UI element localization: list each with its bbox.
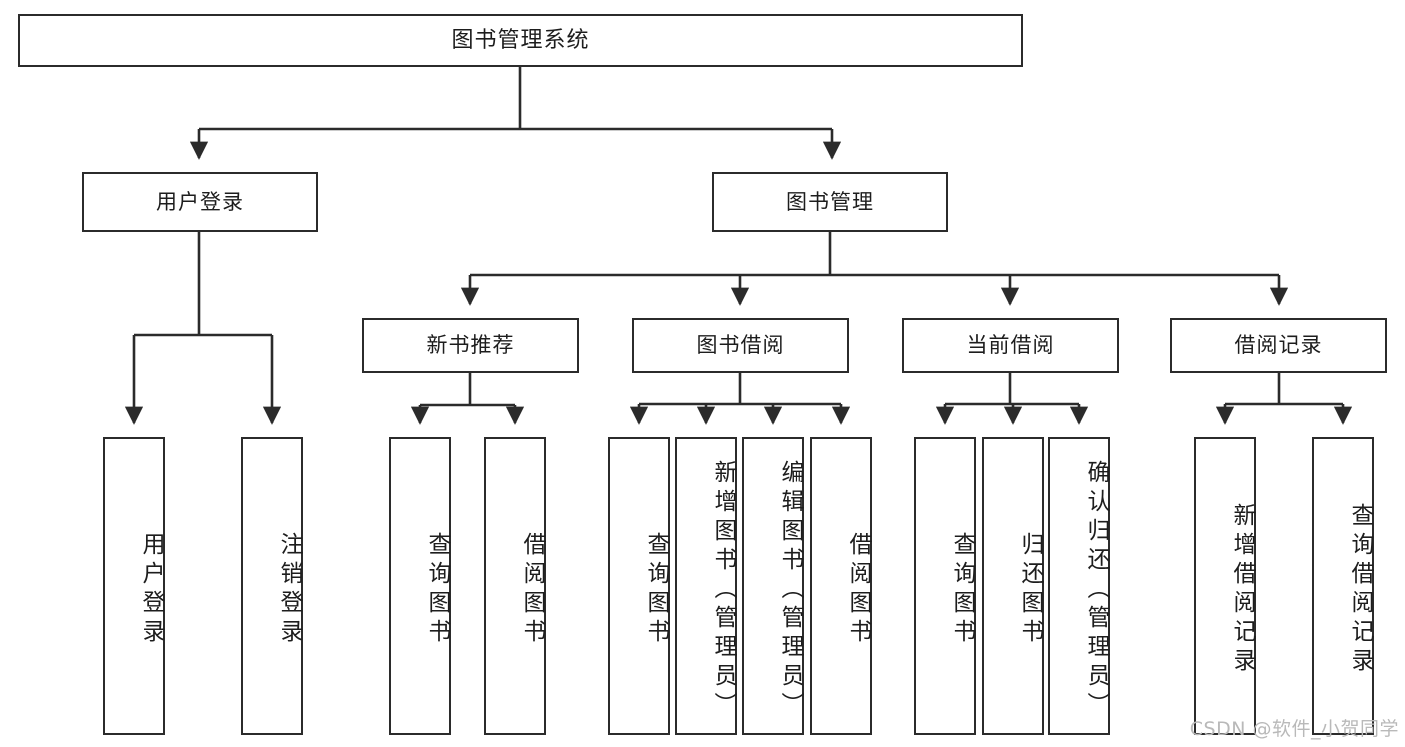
node-root-label: 图书管理系统	[451, 27, 590, 53]
leaf-return-book[interactable]: 归还图书	[982, 437, 1044, 735]
leaf-borrow-book-recommend-label: 借阅图书	[519, 532, 545, 648]
leaf-borrow-book-label: 借阅图书	[845, 532, 871, 648]
leaf-query-book-current[interactable]: 查询图书	[914, 437, 976, 735]
leaf-borrow-book-recommend[interactable]: 借阅图书	[484, 437, 546, 735]
leaf-logout-label: 注销登录	[276, 532, 302, 648]
leaf-add-borrow-record-label: 新增借阅记录	[1229, 503, 1255, 677]
leaf-query-book-borrow-label: 查询图书	[643, 532, 669, 648]
node-user-login[interactable]: 用户登录	[82, 172, 318, 232]
node-user-login-label: 用户登录	[156, 189, 244, 214]
node-current-borrow-label: 当前借阅	[966, 333, 1055, 357]
leaf-query-book-borrow[interactable]: 查询图书	[608, 437, 670, 735]
node-new-book-recommend-label: 新书推荐	[426, 333, 515, 357]
leaf-query-borrow-record[interactable]: 查询借阅记录	[1312, 437, 1374, 735]
node-borrow-record-label: 借阅记录	[1234, 333, 1323, 357]
node-book-borrow-label: 图书借阅	[696, 333, 785, 357]
leaf-user-login[interactable]: 用户登录	[103, 437, 165, 735]
leaf-query-borrow-record-label: 查询借阅记录	[1347, 503, 1373, 677]
node-borrow-record[interactable]: 借阅记录	[1170, 318, 1387, 373]
leaf-borrow-book[interactable]: 借阅图书	[810, 437, 872, 735]
leaf-user-login-label: 用户登录	[138, 532, 164, 648]
leaf-edit-book-admin[interactable]: 编辑图书（管理员）	[742, 437, 804, 735]
leaf-confirm-return-admin-label: 确认归还（管理员）	[1083, 459, 1109, 721]
leaf-return-book-label: 归还图书	[1017, 532, 1043, 648]
leaf-add-borrow-record[interactable]: 新增借阅记录	[1194, 437, 1256, 735]
node-book-management[interactable]: 图书管理	[712, 172, 948, 232]
leaf-add-book-admin[interactable]: 新增图书（管理员）	[675, 437, 737, 735]
leaf-confirm-return-admin[interactable]: 确认归还（管理员）	[1048, 437, 1110, 735]
leaf-query-book-current-label: 查询图书	[949, 532, 975, 648]
leaf-add-book-admin-label: 新增图书（管理员）	[710, 459, 736, 721]
node-book-management-label: 图书管理	[786, 189, 874, 214]
node-root[interactable]: 图书管理系统	[18, 14, 1023, 67]
leaf-query-book-recommend[interactable]: 查询图书	[389, 437, 451, 735]
node-new-book-recommend[interactable]: 新书推荐	[362, 318, 579, 373]
node-current-borrow[interactable]: 当前借阅	[902, 318, 1119, 373]
leaf-query-book-recommend-label: 查询图书	[424, 532, 450, 648]
leaf-edit-book-admin-label: 编辑图书（管理员）	[777, 459, 803, 721]
node-book-borrow[interactable]: 图书借阅	[632, 318, 849, 373]
leaf-logout[interactable]: 注销登录	[241, 437, 303, 735]
